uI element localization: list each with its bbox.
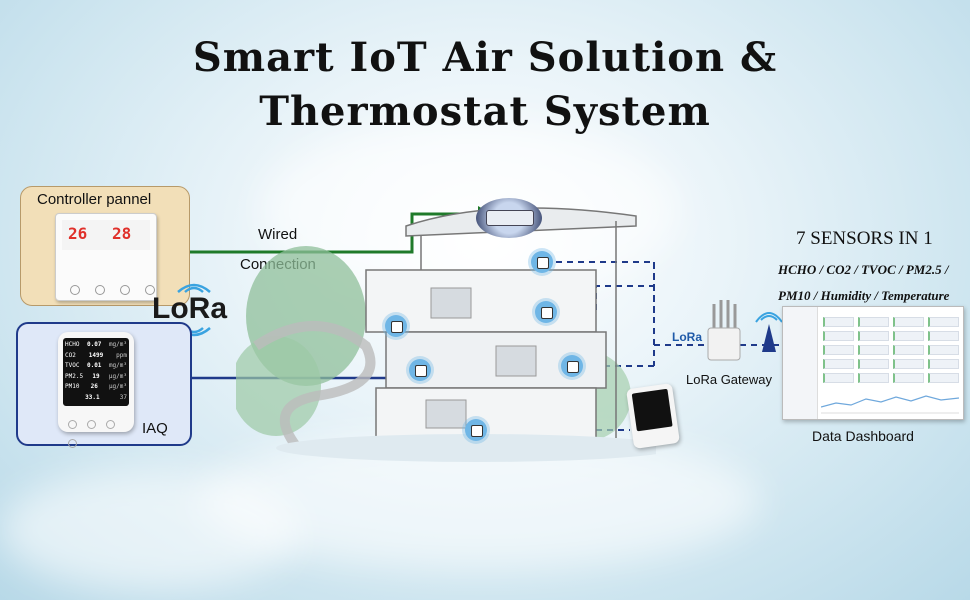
lora-logo: LoRa: [152, 283, 227, 337]
iaq-reading-value: 26: [90, 383, 98, 390]
iaq-reading-row: PM10 26 μg/m³: [65, 382, 127, 393]
iaq-reading-row: CO2 1499 ppm: [65, 351, 127, 362]
iaq-reading-name: CO2: [65, 351, 76, 359]
sensor-node-icon: [535, 301, 557, 323]
controller-panel-label: Controller pannel: [37, 191, 152, 208]
title-line-2: Thermostat System: [259, 88, 711, 135]
dashboard-tile: [858, 359, 889, 369]
dashboard-sidebar: [783, 307, 818, 419]
building-ground: [276, 434, 656, 462]
iaq-reading-unit: mg/m³: [108, 362, 127, 369]
iaq-reading-row: 33.1 37: [65, 393, 127, 404]
iaq-reading-name: HCHO: [65, 341, 80, 348]
iaq-reading-name: TVOC: [65, 362, 80, 369]
sensor-node-icon: [385, 315, 407, 337]
dashboard-grid: [823, 317, 959, 387]
dashboard-tile: [928, 331, 959, 341]
iaq-reading-unit: μg/m³: [108, 383, 127, 390]
air-conditioner-icon: [476, 198, 542, 238]
iaq-reading-row: HCHO 0.07 mg/m³: [65, 340, 127, 351]
thermostat-display: 26 28: [62, 220, 150, 250]
dashboard-tile: [893, 317, 924, 327]
dashboard-chart: [821, 395, 959, 414]
iaq-reading-name: PM2.5: [65, 372, 84, 380]
tree-decoration: [236, 336, 321, 436]
thermostat-device: 26 28: [55, 213, 157, 301]
dashboard-label: Data Dashboard: [812, 428, 914, 444]
iaq-label: IAQ: [142, 420, 168, 437]
dashboard-tile: [893, 373, 924, 383]
gateway-label: LoRa Gateway: [686, 372, 772, 387]
cloud-decoration: [0, 470, 300, 590]
title-line-1: Smart IoT Air Solution &: [192, 34, 778, 81]
dashboard-tile: [823, 317, 854, 327]
iaq-reading-row: PM2.5 19 μg/m³: [65, 372, 127, 383]
spiral-staircase: [253, 321, 376, 449]
sensor-node-icon: [531, 251, 553, 273]
iaq-reading-value: 0.01: [86, 362, 102, 369]
sensors-headline: 7 SENSORS IN 1: [796, 228, 933, 249]
lora-wave-icon: [177, 283, 211, 293]
dashboard-tile: [823, 373, 854, 383]
iaq-reading-value: 1499: [88, 351, 104, 359]
iaq-reading-unit: μg/m³: [108, 372, 127, 380]
data-dashboard-screen: [782, 306, 964, 420]
dashboard-tile: [823, 345, 854, 355]
dashboard-tile: [928, 345, 959, 355]
dashboard-tile: [858, 373, 889, 383]
dashboard-tile: [893, 359, 924, 369]
sensors-list-line-1: HCHO / CO2 / TVOC / PM2.5 /: [778, 262, 949, 277]
gateway-lora-badge: LoRa: [672, 330, 702, 344]
dashboard-tile: [858, 317, 889, 327]
dashboard-tile: [858, 345, 889, 355]
dashboard-tile: [928, 359, 959, 369]
iaq-standalone-device: [626, 383, 680, 449]
dashboard-tile: [893, 331, 924, 341]
dashboard-tile: [928, 373, 959, 383]
signal-tower-icon: [755, 312, 783, 352]
dashboard-tile: [928, 317, 959, 327]
lora-gateway-device: [704, 300, 744, 364]
wired-label-line-1: Wired: [258, 226, 298, 243]
building-illustration: [236, 207, 656, 462]
sensor-node-icon: [409, 359, 431, 381]
iaq-reading-unit: 37: [119, 393, 127, 401]
iaq-reading-unit: ppm: [116, 351, 127, 359]
gateway-icon: [707, 300, 741, 361]
iaq-reading-row: TVOC 0.01 mg/m³: [65, 361, 127, 372]
iaq-reading-unit: mg/m³: [108, 341, 127, 348]
thermostat-buttons: [70, 280, 156, 299]
sensor-node-icon: [561, 355, 583, 377]
controller-panel-box: Controller pannel 26 28: [20, 186, 190, 306]
dashboard-tile: [858, 331, 889, 341]
iaq-reading-value: 33.1: [85, 393, 100, 401]
iaq-reading-value: 0.07: [86, 341, 102, 348]
thermostat-temp-left: 26: [68, 224, 88, 243]
thermostat-temp-right: 28: [112, 224, 132, 243]
iaq-buttons: [68, 414, 134, 452]
lora-logo-text: LoRa: [152, 292, 227, 325]
sensor-node-icon: [465, 419, 487, 441]
dashboard-tile: [893, 345, 924, 355]
iaq-reading-name: PM10: [65, 383, 80, 390]
dashboard-tile: [823, 359, 854, 369]
iaq-reading-value: 19: [92, 372, 100, 380]
sensors-list-line-2: PM10 / Humidity / Temperature: [778, 288, 950, 303]
dashboard-tile: [823, 331, 854, 341]
